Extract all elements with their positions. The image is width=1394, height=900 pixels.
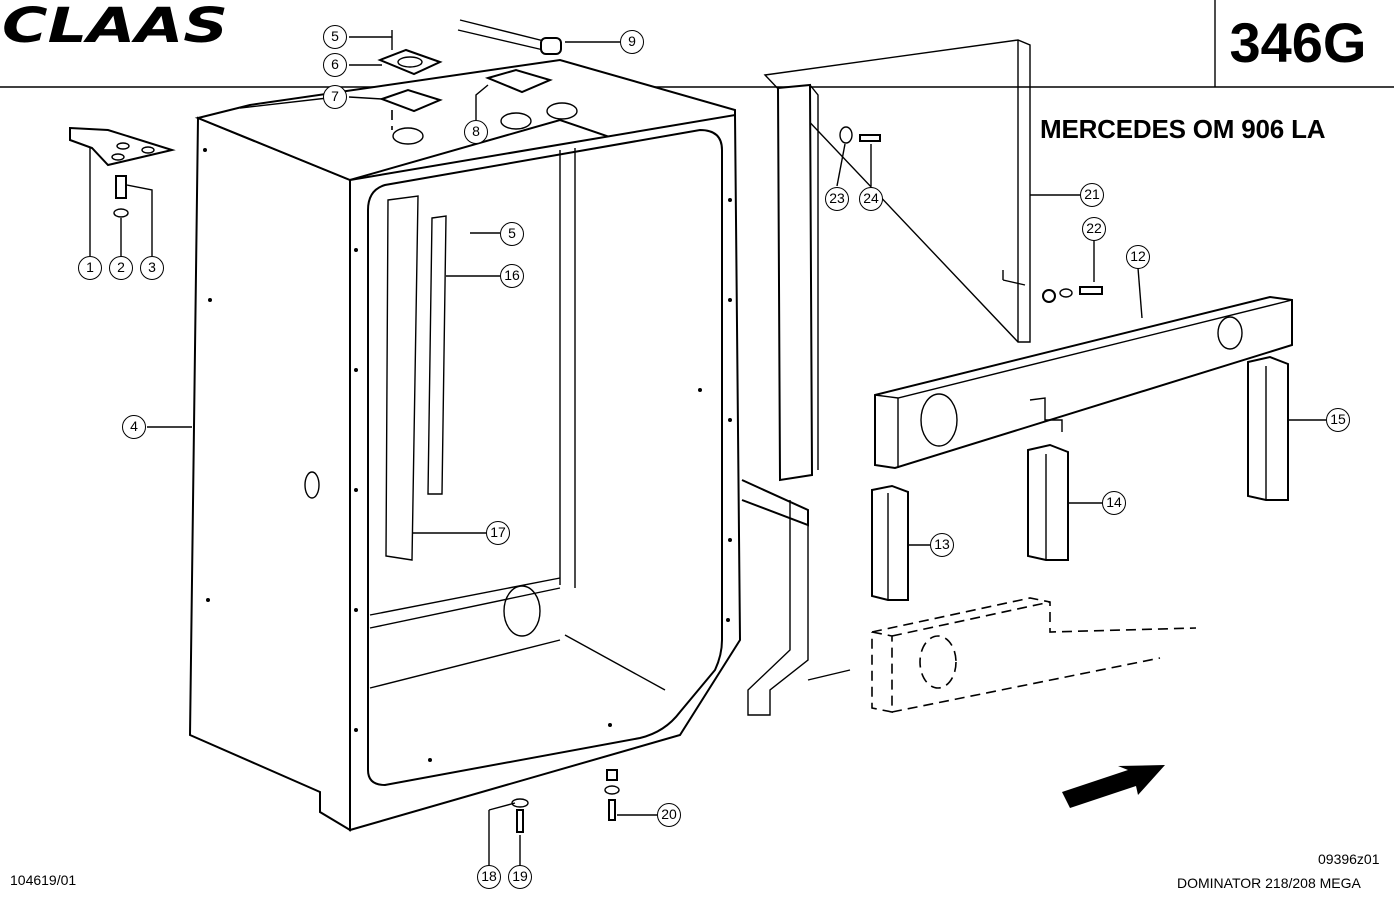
fasteners bbox=[511, 126, 1103, 833]
drawing-code: 09396z01 bbox=[1318, 851, 1380, 867]
callout-18[interactable]: 18 bbox=[477, 865, 501, 889]
svg-text:CLAAS: CLAAS bbox=[2, 0, 228, 48]
callout-13[interactable]: 13 bbox=[930, 533, 954, 557]
phantom-beam bbox=[871, 597, 1197, 713]
direction-arrow-icon bbox=[1062, 765, 1165, 808]
callout-15[interactable]: 15 bbox=[1326, 408, 1350, 432]
side-panel bbox=[741, 39, 1031, 716]
callout-3[interactable]: 3 bbox=[140, 256, 164, 280]
top-plates bbox=[377, 19, 562, 130]
callout-12[interactable]: 12 bbox=[1126, 245, 1150, 269]
callout-6[interactable]: 6 bbox=[323, 53, 347, 77]
callout-24[interactable]: 24 bbox=[859, 187, 883, 211]
radiator-housing bbox=[188, 58, 742, 832]
callout-19[interactable]: 19 bbox=[508, 865, 532, 889]
cross-beam bbox=[874, 295, 1293, 470]
callout-23[interactable]: 23 bbox=[825, 187, 849, 211]
callout-7[interactable]: 7 bbox=[323, 85, 347, 109]
callout-1[interactable]: 1 bbox=[78, 256, 102, 280]
bracket-assembly bbox=[69, 126, 176, 218]
doc-number: 104619/01 bbox=[10, 872, 77, 888]
sheet-number: 346G bbox=[1229, 11, 1367, 74]
seal-strips bbox=[385, 195, 447, 561]
callout-21[interactable]: 21 bbox=[1080, 183, 1104, 207]
callout-20[interactable]: 20 bbox=[657, 803, 681, 827]
callout-9[interactable]: 9 bbox=[620, 30, 644, 54]
callout-5-strip[interactable]: 5 bbox=[500, 222, 524, 246]
support-posts bbox=[871, 355, 1289, 601]
callout-17[interactable]: 17 bbox=[486, 521, 510, 545]
leader-lines bbox=[89, 36, 1326, 866]
engine-title: MERCEDES OM 906 LA bbox=[1040, 114, 1326, 144]
callout-14[interactable]: 14 bbox=[1102, 491, 1126, 515]
callout-22[interactable]: 22 bbox=[1082, 217, 1106, 241]
callout-2[interactable]: 2 bbox=[109, 256, 133, 280]
model-name: DOMINATOR 218/208 MEGA bbox=[1177, 875, 1361, 891]
callout-16[interactable]: 16 bbox=[500, 264, 524, 288]
claas-logo: CLAAS bbox=[2, 0, 228, 48]
callout-8[interactable]: 8 bbox=[464, 120, 488, 144]
callout-4[interactable]: 4 bbox=[122, 415, 146, 439]
callout-5-top[interactable]: 5 bbox=[323, 25, 347, 49]
